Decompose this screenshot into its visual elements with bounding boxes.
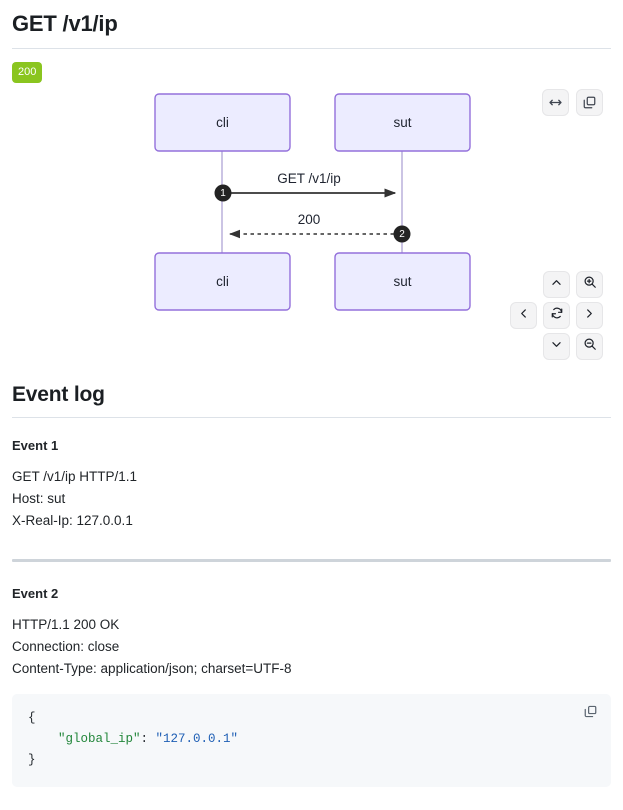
chevron-up-icon bbox=[550, 276, 563, 294]
event-1-line-2: Host: sut bbox=[12, 491, 66, 506]
event-2-line-3: Content-Type: application/json; charset=… bbox=[12, 661, 292, 676]
horizontal-resize-icon bbox=[548, 95, 563, 110]
chevron-right-icon bbox=[583, 307, 596, 325]
endpoint-page: GET /v1/ip 200 bbox=[12, 11, 611, 787]
pan-right-button[interactable] bbox=[576, 302, 603, 329]
zoom-out-button[interactable] bbox=[576, 333, 603, 360]
copy-code-button[interactable] bbox=[579, 702, 601, 724]
magnifier-minus-icon bbox=[583, 337, 597, 356]
json-value: "127.0.0.1" bbox=[155, 732, 239, 746]
pan-down-button[interactable] bbox=[543, 333, 570, 360]
copy-icon bbox=[582, 95, 597, 110]
event-1-title: Event 1 bbox=[12, 438, 59, 453]
sequence-number-bubble-1 bbox=[214, 184, 232, 202]
event-log-divider bbox=[12, 417, 611, 418]
status-badge: 200 bbox=[12, 62, 43, 83]
event-1-line-3: X-Real-Ip: 127.0.0.1 bbox=[12, 513, 133, 528]
pan-left-button[interactable] bbox=[510, 302, 537, 329]
chevron-left-icon bbox=[517, 307, 530, 325]
diagram-nav-controls bbox=[509, 271, 605, 363]
json-key: "global_ip" bbox=[58, 732, 141, 746]
sequence-number-1: 1 bbox=[220, 187, 226, 199]
event-2-body: HTTP/1.1 200 OK Connection: close Conten… bbox=[12, 614, 611, 680]
event-2-line-2: Connection: close bbox=[12, 639, 120, 654]
zoom-in-button[interactable] bbox=[576, 271, 603, 298]
message-label-1: GET /v1/ip bbox=[277, 171, 341, 186]
response-body-code-block: { "global_ip": "127.0.0.1" } bbox=[12, 694, 611, 787]
event-2-line-1: HTTP/1.1 200 OK bbox=[12, 617, 120, 632]
event-separator bbox=[12, 559, 611, 562]
diagram-toolbar bbox=[542, 89, 603, 116]
chevron-down-icon bbox=[550, 338, 563, 356]
refresh-icon bbox=[550, 306, 564, 325]
response-body-code: { "global_ip": "127.0.0.1" } bbox=[28, 708, 595, 771]
event-entry-2: Event 2 HTTP/1.1 200 OK Connection: clos… bbox=[12, 585, 611, 787]
participant-label-sut-top: sut bbox=[393, 115, 412, 130]
event-2-title: Event 2 bbox=[12, 586, 59, 601]
sequence-diagram-panel: cli sut cli sut GET /v1/ip 200 1 2 bbox=[12, 81, 611, 366]
event-log-heading: Event log bbox=[12, 383, 105, 406]
sequence-number-2: 2 bbox=[399, 228, 405, 240]
fit-width-button[interactable] bbox=[542, 89, 569, 116]
copy-icon bbox=[583, 704, 598, 722]
participant-label-cli-top: cli bbox=[216, 115, 229, 130]
json-open-brace: { bbox=[28, 711, 36, 725]
event-1-line-1: GET /v1/ip HTTP/1.1 bbox=[12, 469, 138, 484]
sequence-diagram-svg bbox=[154, 93, 471, 311]
pan-up-button[interactable] bbox=[543, 271, 570, 298]
participant-label-sut-bottom: sut bbox=[393, 274, 412, 289]
json-colon: : bbox=[140, 732, 156, 746]
status-badge-row: 200 bbox=[12, 49, 611, 83]
title-divider bbox=[12, 48, 611, 49]
participant-label-cli-bottom: cli bbox=[216, 274, 229, 289]
event-1-body: GET /v1/ip HTTP/1.1 Host: sut X-Real-Ip:… bbox=[12, 466, 611, 532]
participant-box-cli-top bbox=[154, 93, 291, 152]
json-close-brace: } bbox=[28, 753, 36, 767]
magnifier-plus-icon bbox=[583, 275, 597, 294]
page-title: GET /v1/ip bbox=[12, 11, 118, 36]
participant-box-sut-top bbox=[334, 93, 471, 152]
reset-view-button[interactable] bbox=[543, 302, 570, 329]
participant-box-cli-bottom bbox=[154, 252, 291, 311]
event-entry-1: Event 1 GET /v1/ip HTTP/1.1 Host: sut X-… bbox=[12, 437, 611, 532]
sequence-number-bubble-2 bbox=[393, 225, 411, 243]
copy-diagram-button[interactable] bbox=[576, 89, 603, 116]
message-label-2: 200 bbox=[297, 212, 321, 227]
participant-box-sut-bottom bbox=[334, 252, 471, 311]
